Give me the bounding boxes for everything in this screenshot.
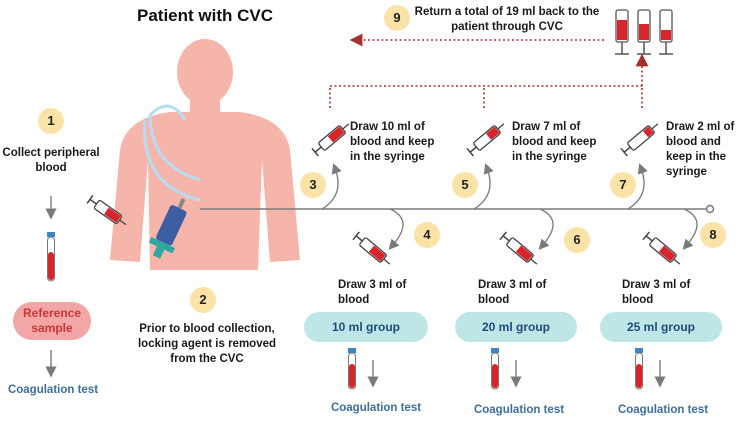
group-pill-20ml: 20 ml group xyxy=(455,312,577,342)
catheter-lines xyxy=(143,104,201,202)
test-tube-icon xyxy=(348,348,356,390)
step-badge-2: 2 xyxy=(190,287,216,313)
arrow-down-8 xyxy=(682,208,698,250)
arrow-down-6 xyxy=(538,208,554,250)
syringe-icon xyxy=(352,231,391,265)
coag-test-label: Coagulation test xyxy=(473,404,565,416)
step-badge-1: 1 xyxy=(38,108,64,134)
page-title: Patient with CVC xyxy=(137,6,274,25)
return-syringes-icon xyxy=(615,9,673,55)
step-badge-4: 4 xyxy=(414,222,440,248)
step-badge-6: 6 xyxy=(564,227,590,253)
step-badge-7: 7 xyxy=(610,172,636,198)
syringe-icon xyxy=(311,123,350,157)
test-tube-icon xyxy=(47,232,55,282)
syringe-icon xyxy=(642,231,681,265)
test-tube-icon xyxy=(635,348,643,390)
arrow-up-3 xyxy=(321,163,342,210)
step-badge-5: 5 xyxy=(452,172,478,198)
patient-figure xyxy=(110,39,300,270)
group-pill-25ml: 25 ml group xyxy=(600,312,722,342)
step-badge-9: 9 xyxy=(384,5,410,31)
syringe-icon xyxy=(466,123,505,157)
step-7-text: Draw 2 ml of blood and keep in the syrin… xyxy=(666,121,735,178)
step-3-text: Draw 10 ml of blood and keep in the syri… xyxy=(350,121,435,163)
arrow-down-4 xyxy=(388,208,404,250)
step-1-text: Collect peripheral blood xyxy=(2,147,100,174)
syringe-icon xyxy=(499,231,538,265)
return-path xyxy=(329,33,649,108)
arrow-up-7 xyxy=(627,163,648,210)
group-pill-10ml: 10 ml group xyxy=(304,312,428,342)
chest-syringe-icon xyxy=(148,198,187,259)
arrow-up-5 xyxy=(473,163,494,210)
step-2-text: Prior to blood collection, locking agent… xyxy=(137,323,277,365)
step-badge-8: 8 xyxy=(700,222,726,248)
step-4-text: Draw 3 ml of blood xyxy=(338,279,407,306)
syringe-icon xyxy=(620,123,659,157)
coag-test-label: Coagulation test xyxy=(330,402,422,414)
step-6-text: Draw 3 ml of blood xyxy=(478,279,547,306)
test-tube-icon xyxy=(491,348,499,390)
return-text: Return a total of 19 ml back to the pati… xyxy=(414,6,600,33)
step-8-text: Draw 3 ml of blood xyxy=(622,279,691,306)
reference-sample-pill: Reference sample xyxy=(13,302,91,340)
coag-test-label: Coagulation test xyxy=(617,404,709,416)
coag-test-label: Coagulation test xyxy=(7,384,99,396)
syringe-icon xyxy=(86,194,127,226)
step-5-text: Draw 7 ml of blood and keep in the syrin… xyxy=(512,121,597,163)
step-badge-3: 3 xyxy=(300,172,326,198)
